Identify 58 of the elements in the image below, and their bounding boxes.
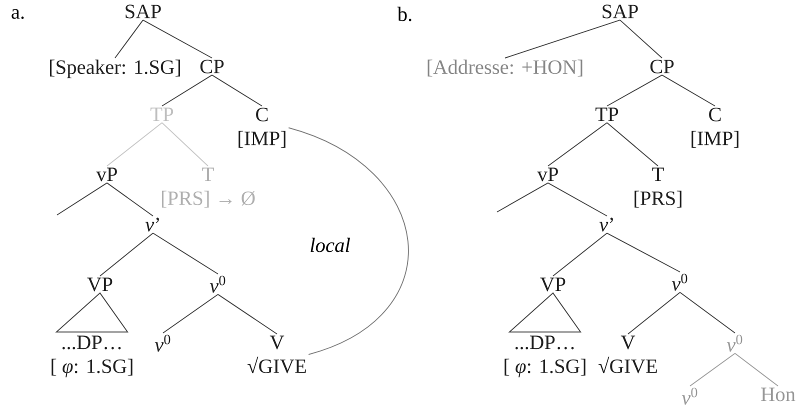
tree-branch — [152, 232, 218, 274]
tree-label: v$^{0}$ — [154, 334, 170, 352]
tree-label: ...DP… [ φ: 1.SG] — [504, 336, 586, 378]
tree-label: SAP — [126, 4, 161, 18]
tree-branch — [548, 122, 608, 166]
tree-label: v$^{0}$ — [682, 388, 698, 405]
tree-branch — [56, 182, 108, 216]
tree-label: v’ — [599, 218, 613, 232]
tree-branch — [606, 232, 680, 272]
tree-label: vP — [96, 168, 117, 182]
tree-branch — [552, 232, 608, 276]
tree-branch — [212, 74, 262, 106]
tree-branch — [100, 232, 154, 276]
tree-label: VP — [540, 278, 566, 292]
tree-branch — [162, 122, 208, 166]
tree-branch — [106, 182, 154, 216]
tree-label: ...DP… [ φ: 1.SG] — [52, 336, 132, 378]
tree-label: v$^{0}$ — [672, 274, 688, 291]
tree-branch — [628, 292, 680, 334]
tree-label: V √GIVE — [248, 336, 306, 374]
tree-branch — [680, 292, 736, 334]
tree-label: TP — [150, 108, 174, 122]
tree-branch — [114, 20, 144, 58]
tree-branch — [504, 20, 620, 58]
tree-branch — [606, 122, 658, 166]
tree-branch — [606, 74, 662, 106]
tree-branch — [548, 182, 608, 216]
tree-branch — [142, 20, 212, 58]
tree-branch — [690, 352, 736, 386]
tree-label: v’ — [145, 218, 159, 232]
arc-line — [288, 127, 408, 355]
tree-label: V √GIVE — [598, 336, 657, 374]
tree-label: T [PRS] → Ø — [162, 168, 255, 208]
panel-label: b. — [397, 6, 412, 22]
tree-label: CP — [650, 60, 674, 74]
tree-label: SAP — [602, 4, 638, 18]
tree-label: C [IMP] — [692, 108, 738, 148]
tree-branch — [662, 74, 716, 106]
tree-branch — [496, 182, 548, 212]
tree-branch — [620, 20, 662, 58]
tree-label: v$^{0}$ — [726, 334, 742, 352]
tree-label: VP — [87, 278, 112, 292]
tree-label: TP — [595, 108, 618, 122]
tree-branch — [218, 294, 278, 334]
tree-label: T [PRS] — [634, 168, 682, 208]
tree-branch — [106, 122, 162, 166]
tree-label: vP — [537, 168, 558, 182]
tree-label: v$^{0}$ — [210, 276, 226, 293]
tree-label: Hon — [761, 388, 796, 402]
tree-branch — [162, 74, 212, 106]
panel-label: a. — [12, 9, 24, 19]
tree-label: C [IMP] — [238, 108, 286, 148]
tree-label: [Speaker: 1.SG] — [50, 60, 180, 78]
tree-branch — [162, 294, 218, 334]
tree-branch — [734, 352, 778, 386]
tree-label: [Addresse: +HON] — [428, 60, 582, 77]
tree-label: CP — [200, 60, 224, 74]
edge-label: local — [308, 236, 352, 254]
